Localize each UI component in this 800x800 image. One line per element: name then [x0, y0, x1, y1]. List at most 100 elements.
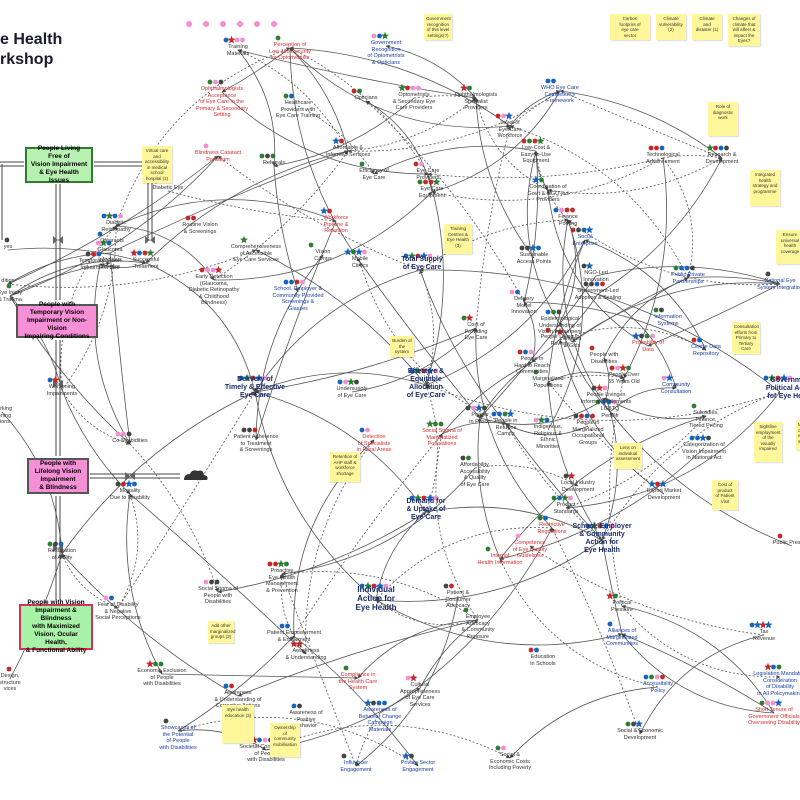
variable-label[interactable]: Research & Development [705, 152, 739, 165]
variable-label[interactable]: Design, structure vices [0, 673, 21, 692]
stock-people-free[interactable]: People Living Free of Vision Impairment … [25, 145, 93, 184]
variable-label[interactable]: Affordable & Informed Services [325, 145, 371, 158]
variable-label[interactable]: Women & Girls [562, 336, 582, 349]
variable-label[interactable]: Diabetic Eye [152, 185, 184, 191]
variable-label[interactable]: Awareness of Positive Behavior [289, 710, 323, 729]
variable-label[interactable]: Social Enterprise [572, 234, 598, 247]
variable-label[interactable]: Social & Economic Development [617, 728, 663, 741]
variable-label[interactable]: People in Marginalized Occupational Grou… [571, 420, 605, 446]
variable-label[interactable]: Restoration of Ability [47, 548, 77, 561]
variable-label[interactable]: Cataracts [100, 238, 124, 244]
variable-label[interactable]: Successful Treatment [132, 257, 160, 270]
variable-label[interactable]: People Living in Poverty [540, 334, 580, 347]
variable-label[interactable]: Coordination of Gov't & NGO-led Provider… [527, 184, 569, 203]
variable-label[interactable]: Efficiency of Eye Care [359, 168, 389, 181]
variable-label[interactable]: Worsening Impairments [46, 384, 78, 397]
variable-label[interactable]: Community Consultation [660, 382, 692, 395]
variable-label[interactable]: Eye Injury & Trauma [0, 290, 23, 303]
sticky-note[interactable]: Changes of climate that will affect & im… [728, 14, 760, 46]
variable-label[interactable]: Detection of Specialists in Rural Areas [356, 434, 392, 453]
stock-temporary-impairment[interactable]: People with Temporary Vision Impairment … [16, 301, 98, 340]
sticky-note[interactable]: Climate and disaster (1) [692, 14, 722, 40]
key-delivery-of-care[interactable]: Delivery of Timely & Effective Eye Care [224, 376, 286, 399]
variable-label[interactable]: Indigenous, Religious & Ethnic Minoritie… [533, 424, 563, 450]
sticky-note[interactable]: Marginalized communities engagement stra… [796, 420, 800, 450]
variable-label[interactable]: Political Pressure [610, 600, 633, 613]
variable-label[interactable]: Temporary Vision Impairment Due [78, 258, 122, 271]
variable-label[interactable]: Co-Morbidities [112, 438, 148, 444]
sticky-note[interactable]: Sightline employment of the visually imp… [754, 422, 782, 462]
variable-label[interactable]: Public Private Partnerships [671, 272, 705, 285]
variable-label[interactable]: People in Refugee Camps [494, 418, 518, 437]
sticky-note[interactable]: Integrated health strategy and programme [750, 170, 780, 206]
variable-label[interactable]: Awareness of Behavior Change Campaign Ma… [358, 707, 402, 733]
sticky-note[interactable]: Eye health education (3) [222, 705, 254, 743]
variable-label[interactable]: Mobile Clinics [351, 256, 369, 269]
sticky-note[interactable]: Virtual care and accessibility in medica… [142, 146, 172, 183]
variable-label[interactable]: Showcases of the Potential of People wit… [159, 725, 197, 751]
variable-label[interactable]: Alliances of Marginalized Communities [605, 628, 639, 647]
variable-label[interactable]: Low-Cost & Easy-to-Use Equipment [520, 145, 552, 164]
sticky-note[interactable]: Cost of product of Patient Visit [712, 480, 738, 510]
variable-label[interactable]: Working reening ditions [0, 406, 13, 425]
key-demand-uptake[interactable]: Demand for & Uptake of Eye Care [406, 498, 446, 521]
sticky-note[interactable]: Burden of the system [390, 336, 414, 357]
variable-label[interactable]: Diabetic Retinopathy [101, 220, 131, 233]
variable-label[interactable]: Comprehensiveness of Accessible Eye Care… [230, 244, 282, 263]
variable-label[interactable]: Government Recognition of Optometrists &… [367, 40, 405, 66]
variable-label[interactable]: Eye Care Equipment [418, 186, 446, 199]
variable-label[interactable]: Training Materials [226, 44, 250, 57]
key-individual-action[interactable]: Individual Action for Eye Health [355, 585, 397, 612]
key-total-supply[interactable]: Total Supply of Eye Care [401, 256, 443, 271]
variable-label[interactable]: Patient Adherence to Treatment & Screeni… [233, 434, 279, 453]
variable-label[interactable]: Vision Camps [314, 249, 332, 262]
variable-label[interactable]: Opticians [354, 95, 378, 101]
variable-label[interactable]: Employee Advocacy & Community Pressure [461, 614, 495, 640]
variable-label[interactable]: People Over 55 Years Old [608, 372, 640, 385]
key-school-community-action[interactable]: School, Employer & Community Action for … [572, 523, 632, 554]
variable-label[interactable]: Influencer Engagement [340, 760, 372, 773]
variable-label[interactable]: Subsidies, Finance, Tiered Pricing [689, 410, 723, 429]
sticky-note[interactable]: Add other marginalized groups (2) [208, 621, 236, 643]
variable-label[interactable]: Patient Empowerment & Entitlement [266, 630, 322, 643]
variable-label[interactable]: National Eye System Integration [757, 278, 800, 291]
variable-label[interactable]: Awareness & Understanding [285, 648, 327, 661]
variable-label[interactable]: Competence of Eye Quality Guidelines [512, 540, 548, 559]
sticky-note[interactable]: Consultation efforts from Primary to Ter… [732, 322, 760, 354]
variable-label[interactable]: Economic Exclusion of People with Disabi… [137, 668, 187, 687]
sticky-note[interactable]: Government recognition of this level set… [424, 14, 452, 40]
variable-label[interactable]: Referrals [262, 160, 286, 166]
variable-label[interactable]: Ophthalmologists Specialist Providers [454, 92, 498, 111]
key-government-action[interactable]: Government Political Action for Eye Heal… [765, 377, 800, 400]
variable-label[interactable]: Product Standards [553, 502, 579, 515]
variable-label[interactable]: Short Tenure of Government Officials Ove… [748, 707, 800, 726]
variable-label[interactable]: Categorization of Vision Impairment in N… [682, 442, 726, 461]
stock-lifelong-impairment[interactable]: People with Lifelong Vision Impairment &… [27, 458, 89, 494]
variable-label[interactable]: Healthcare Providers with Eye Care Train… [275, 100, 321, 119]
variable-label[interactable]: Marginalized Populations [532, 376, 564, 389]
sticky-note[interactable]: Carbon footprint of eye care sector [610, 14, 650, 40]
variable-label[interactable]: School, Employer & Community Provided Sc… [272, 286, 324, 312]
variable-label[interactable]: Sustainable Access Points [516, 252, 552, 265]
variable-label[interactable]: Public Pressure [772, 540, 800, 546]
variable-label[interactable]: Mortality Due to Disability [110, 488, 150, 501]
variable-label[interactable]: Proactive Eye Health Management & Preven… [265, 568, 299, 594]
variable-label[interactable]: People in Prison [469, 412, 491, 425]
variable-label[interactable]: Fear of Disability & Negative Social Per… [95, 602, 141, 621]
variable-label[interactable]: Cost of Providing Eye Care [464, 322, 488, 341]
variable-label[interactable]: Private Sector Engagement [400, 760, 436, 773]
variable-label[interactable]: Technological Advancement [646, 152, 680, 165]
variable-label[interactable]: Centre Data Repository [691, 344, 721, 357]
variable-label[interactable]: Optometrists & Secondary Eye Care Provid… [392, 92, 436, 111]
variable-label[interactable]: Accessibility Policy [643, 681, 673, 694]
variable-label[interactable]: dition [1, 278, 15, 284]
key-effective-allocation[interactable]: Effective & Equitable Allocation of Eye … [406, 368, 446, 399]
sticky-note[interactable]: Training Centres & Eye Health (3) [444, 224, 472, 254]
variable-label[interactable]: Export Market Development [646, 488, 682, 501]
variable-label[interactable]: People Living in Informal Settlements [580, 392, 632, 405]
variable-label[interactable]: Epidemiological Understanding of Vision … [538, 316, 582, 335]
variable-label[interactable]: Social Stigma of People with Disabilitie… [198, 586, 238, 605]
sticky-note[interactable]: Role of diagnostic work [708, 102, 738, 136]
sticky-note[interactable]: Climate vulnerability (2) [656, 14, 686, 40]
variable-label[interactable]: Internal Health Information [477, 553, 523, 566]
